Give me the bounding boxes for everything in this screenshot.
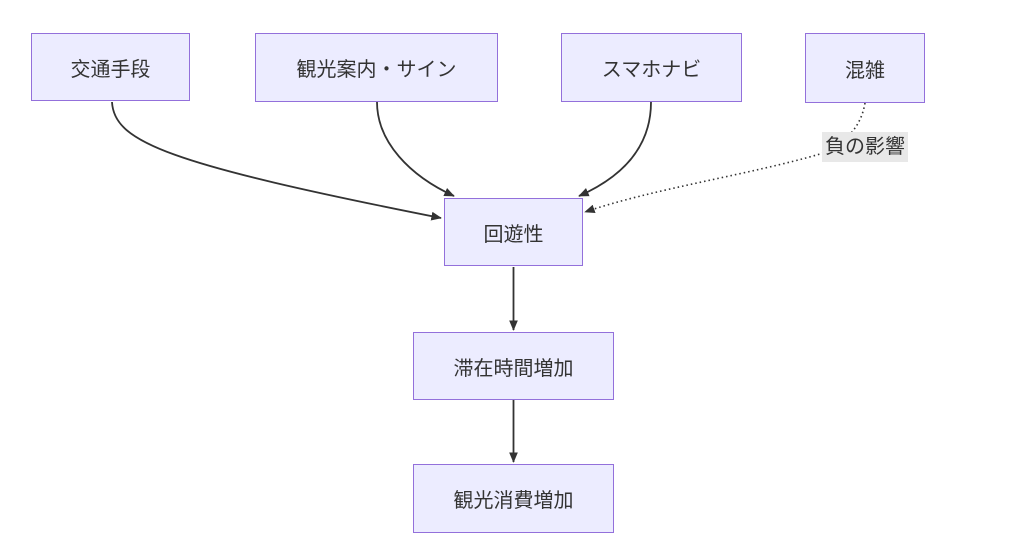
edge-transport-to-circulation [111, 101, 442, 221]
node-congestion: 混雑 [805, 33, 925, 103]
node-transport-label: 交通手段 [70, 58, 151, 81]
node-tourism-spending: 観光消費増加 [413, 464, 614, 533]
node-signage: 観光案内・サイン [255, 33, 498, 102]
node-circulation: 回遊性 [444, 198, 583, 266]
node-signage-label: 観光案内・サイン [296, 59, 457, 81]
node-transport: 交通手段 [31, 33, 190, 101]
node-tourism-spending-label: 観光消費増加 [453, 490, 574, 512]
node-smartphone-nav-label: スマホナビ [601, 59, 702, 81]
node-stay-time: 滞在時間増加 [413, 332, 614, 400]
edge-signage-to-circulation [376, 101, 455, 197]
node-circulation-label: 回遊性 [483, 223, 544, 246]
edge-label-negative-impact: 負の影響 [822, 132, 908, 162]
node-smartphone-nav: スマホナビ [561, 33, 742, 102]
edge-smartphone-nav-to-circulation [578, 101, 652, 197]
node-congestion-label: 混雑 [845, 59, 885, 82]
node-stay-time-label: 滞在時間増加 [453, 357, 574, 380]
